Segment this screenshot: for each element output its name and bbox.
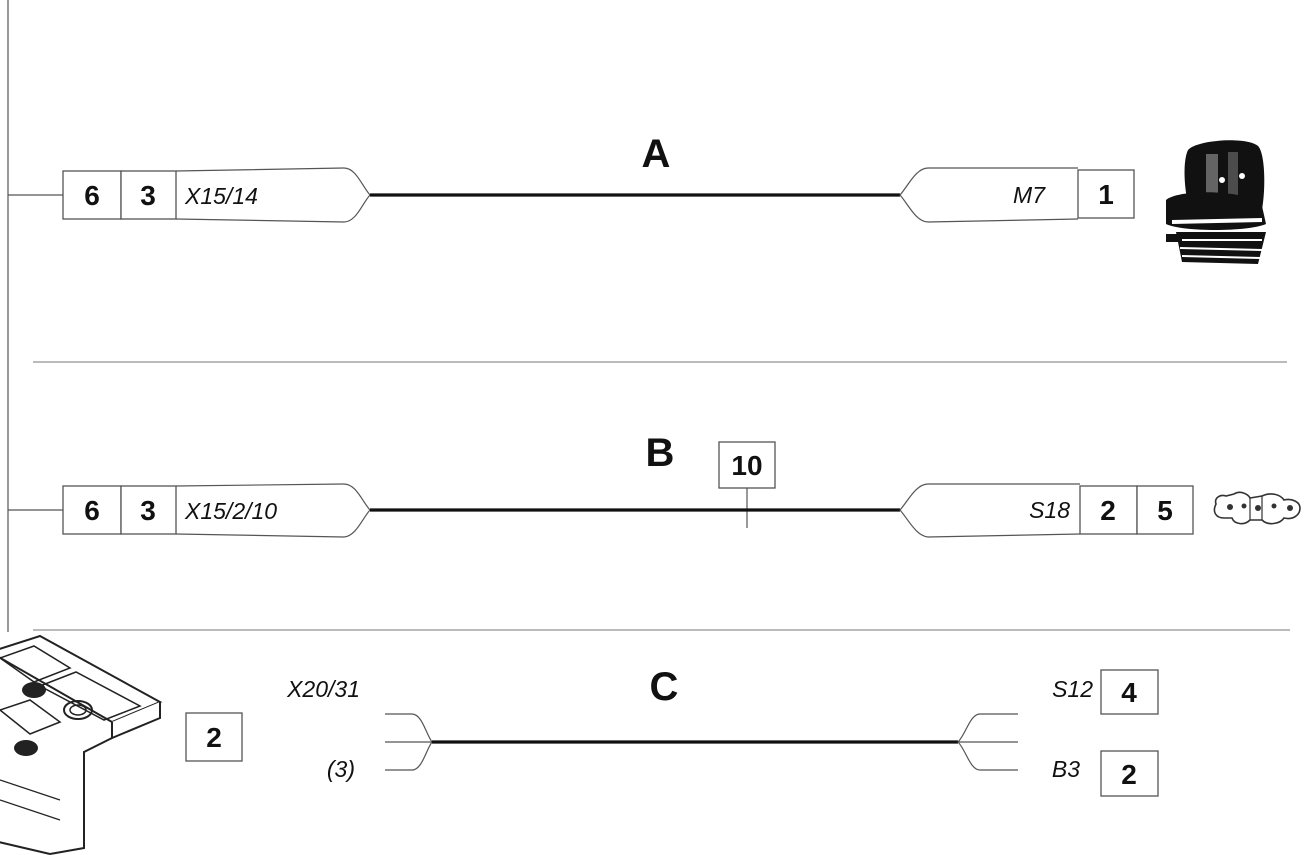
section-a-left-box-1 (62, 170, 122, 220)
section-b: B 10 6 3 X15/2/10 S18 2 5 (8, 431, 1301, 538)
section-b-left-connector: X15/2/10 (184, 498, 277, 524)
section-a-right-box-1 (1077, 169, 1135, 219)
section-c-right-top-num: 4 (1121, 677, 1137, 708)
section-c-left-pin: (3) (327, 756, 355, 782)
section-b-right-box-1 (1079, 485, 1138, 535)
section-b-left-box-2 (120, 485, 177, 535)
section-c-label: C (650, 665, 679, 709)
section-a-right-fan (899, 167, 1079, 223)
section-b-right-connector: S18 (1029, 497, 1070, 523)
instrument-panel-icon (0, 634, 163, 855)
section-c-left-num-1: 2 (206, 722, 222, 753)
section-b-right-box-2 (1136, 485, 1194, 535)
section-a-left-num-2: 3 (140, 180, 156, 211)
section-a-label: A (642, 132, 671, 176)
section-b-left-num-2: 3 (140, 495, 156, 526)
section-a-left-connector: X15/14 (184, 183, 258, 209)
section-a-right-connector: M7 (1013, 182, 1046, 208)
section-a: A 6 3 X15/14 M7 1 (8, 132, 1266, 264)
section-c: C 2 X20/31 (3) S12 4 B3 2 (0, 634, 1159, 855)
section-c-left-fan (385, 713, 433, 771)
section-a-right-num-1: 1 (1098, 179, 1114, 210)
section-c-right-bottom-connector: B3 (1052, 756, 1080, 782)
section-b-label: B (646, 431, 675, 475)
seat-icon (1166, 140, 1266, 264)
section-c-right-top-connector: S12 (1052, 676, 1093, 702)
section-a-left-box-2 (120, 170, 177, 220)
section-c-right-fan (957, 713, 1018, 771)
section-c-left-box-1 (185, 712, 243, 762)
section-b-mid-box-label: 10 (731, 450, 762, 481)
section-b-right-num-2: 5 (1157, 495, 1173, 526)
section-b-right-fan (899, 483, 1081, 538)
switch-icon (1213, 491, 1301, 525)
section-c-left-connector: X20/31 (286, 676, 360, 702)
section-c-right-top-box (1100, 669, 1159, 715)
section-b-left-num-1: 6 (84, 495, 100, 526)
section-c-right-bottom-num: 2 (1121, 759, 1137, 790)
section-a-left-num-1: 6 (84, 180, 100, 211)
section-b-right-num-1: 2 (1100, 495, 1116, 526)
section-c-right-bottom-box (1100, 750, 1159, 797)
